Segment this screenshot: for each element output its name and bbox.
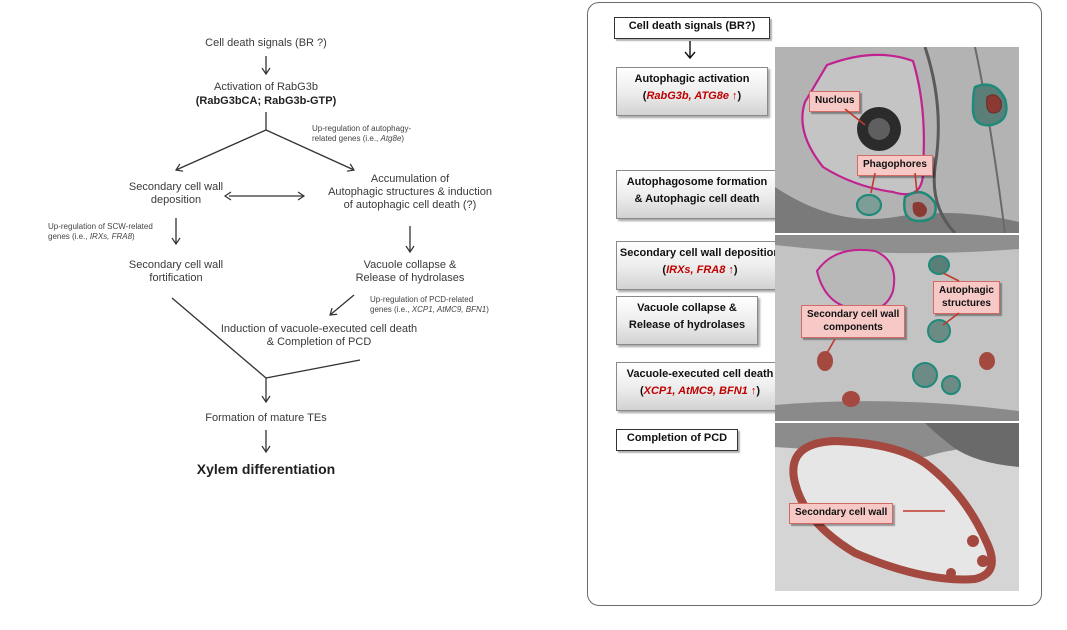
- flowchart-arrows: [171, 56, 415, 454]
- secondary-cell-wall-deposition-box: Secondary cell wall deposition (IRXs, FR…: [616, 241, 784, 290]
- upregulation-pcd-genes-note: Up-regulation of PCD-related genes (i.e.…: [370, 295, 489, 314]
- activation-rabg3b-label: Activation of RabG3b: [214, 81, 318, 93]
- autophagosome-formation-box: Autophagosome formation & Autophagic cel…: [616, 170, 778, 219]
- xylem-differentiation-node: Xylem differentiation: [196, 461, 336, 477]
- secondary-cell-wall-deposition-node: Secondary cell wall deposition: [128, 181, 224, 207]
- vacuole-executed-cell-death-box: Vacuole-executed cell death (XCP1, AtMC9…: [616, 362, 784, 411]
- flowchart-panel: Cell death signals (BR ?) Activation of …: [48, 37, 492, 477]
- nucleus-callout: Nuclous: [809, 91, 861, 112]
- formation-mature-tes-node: Formation of mature TEs: [205, 412, 327, 424]
- autophagic-structures-callout: Autophagic structures: [933, 281, 1000, 314]
- cell-death-signals-label: Cell death signals (BR ?): [205, 37, 327, 49]
- completion-of-pcd-box: Completion of PCD: [616, 429, 738, 451]
- vacuole-executed-cell-death-node: Induction of vacuole-executed cell death…: [220, 323, 418, 349]
- secondary-cell-wall-callout: Secondary cell wall: [789, 503, 894, 524]
- upregulation-autophagy-genes-note: Up-regulation of autophagy- related gene…: [312, 124, 412, 143]
- micrograph-secondary-cell-wall: Autophagic structures Secondary cell wal…: [775, 235, 1019, 421]
- rabg3b-variants-label: (RabG3bCA; RabG3b-GTP): [195, 95, 337, 107]
- phagophores-callout: Phagophores: [857, 155, 933, 176]
- vacuole-collapse-node: Vacuole collapse & Release of hydrolases: [355, 259, 465, 285]
- micrograph-autophagic-activation: Nuclous Phagophores: [775, 47, 1019, 233]
- autophagic-activation-box: Autophagic activation (RabG3b, ATG8e ↑): [616, 67, 768, 116]
- cell-death-signals-box: Cell death signals (BR?): [614, 17, 770, 39]
- upregulation-scw-genes-note: Up-regulation of SCW-related genes (i.e.…: [48, 222, 153, 241]
- micrograph-panel: Cell death signals (BR?) Autophagic acti…: [587, 2, 1042, 606]
- scw-components-callout: Secondary cell wall components: [801, 305, 906, 338]
- vacuole-collapse-box: Vacuole collapse & Release of hydrolases: [616, 296, 758, 345]
- micrograph-completion-pcd: Secondary cell wall: [775, 423, 1019, 591]
- secondary-cell-wall-fortification-node: Secondary cell wall fortification: [128, 259, 224, 285]
- autophagic-structures-node: Accumulation of Autophagic structures & …: [328, 173, 492, 212]
